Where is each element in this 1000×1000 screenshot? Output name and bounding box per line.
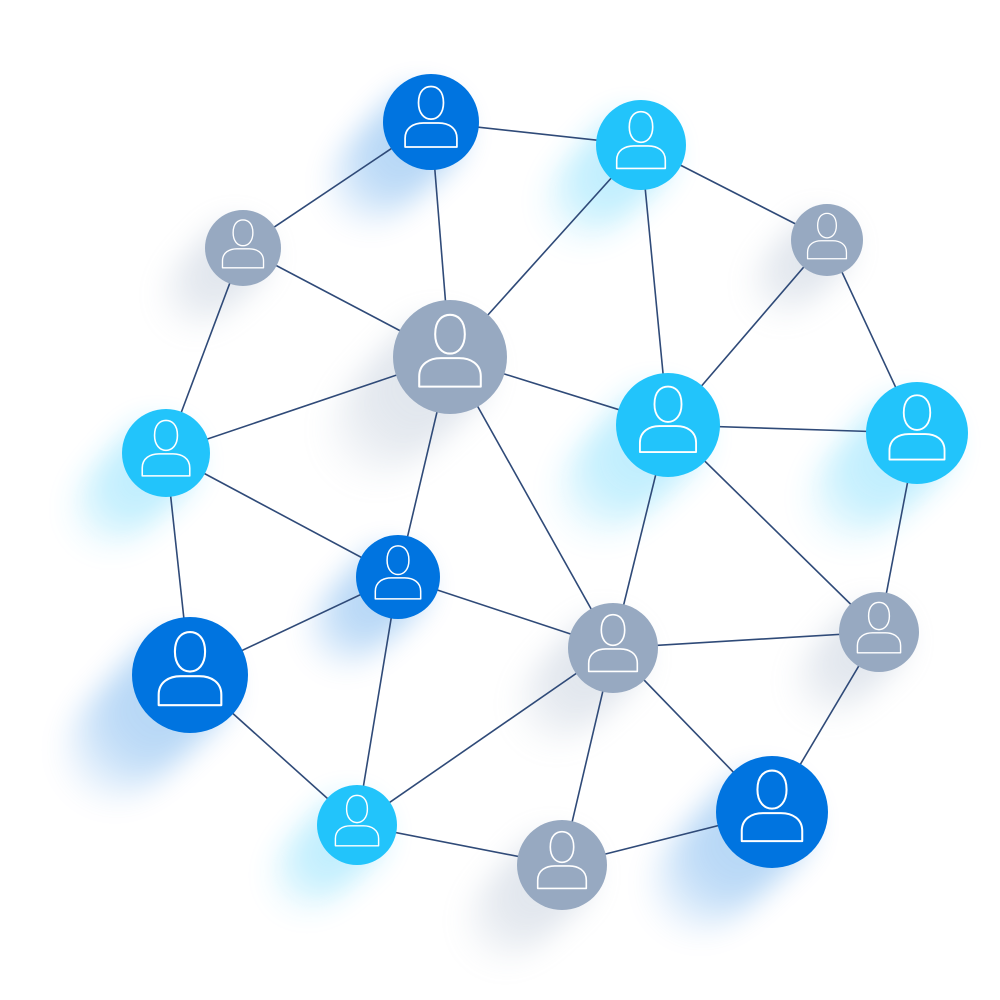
node-circle [383, 74, 479, 170]
user-node[interactable] [132, 617, 248, 733]
node-circle [568, 603, 658, 693]
user-nodes [122, 74, 968, 910]
person-icon [536, 830, 588, 890]
person-icon [157, 631, 223, 707]
node-circle [716, 756, 828, 868]
node-circle [122, 409, 210, 497]
node-circle [596, 100, 686, 190]
user-node[interactable] [716, 756, 828, 868]
person-icon [221, 219, 265, 269]
person-icon [374, 545, 422, 600]
user-node[interactable] [839, 592, 919, 672]
person-icon [587, 613, 639, 673]
person-icon [638, 385, 698, 453]
connection-line [356, 647, 614, 826]
node-circle [317, 785, 397, 865]
user-node[interactable] [383, 74, 479, 170]
person-icon [740, 769, 804, 843]
person-icon [418, 313, 482, 388]
node-circle [616, 373, 720, 477]
person-icon [806, 212, 848, 260]
node-circle [517, 820, 607, 910]
person-icon [141, 419, 191, 477]
user-node[interactable] [616, 373, 720, 477]
user-node[interactable] [317, 785, 397, 865]
user-node[interactable] [866, 382, 968, 484]
node-circle [356, 535, 440, 619]
person-icon [888, 394, 946, 461]
person-icon [404, 85, 458, 148]
user-node[interactable] [596, 100, 686, 190]
node-circle [393, 300, 507, 414]
node-circle [866, 382, 968, 484]
node-circle [791, 204, 863, 276]
user-node[interactable] [791, 204, 863, 276]
node-circle [205, 210, 281, 286]
node-circle [839, 592, 919, 672]
user-node[interactable] [393, 300, 507, 414]
user-node[interactable] [122, 409, 210, 497]
person-icon [334, 794, 380, 847]
user-node[interactable] [205, 210, 281, 286]
person-icon [856, 601, 902, 654]
person-icon [615, 110, 667, 170]
user-node[interactable] [356, 535, 440, 619]
user-node[interactable] [517, 820, 607, 910]
node-circle [132, 617, 248, 733]
user-node[interactable] [568, 603, 658, 693]
